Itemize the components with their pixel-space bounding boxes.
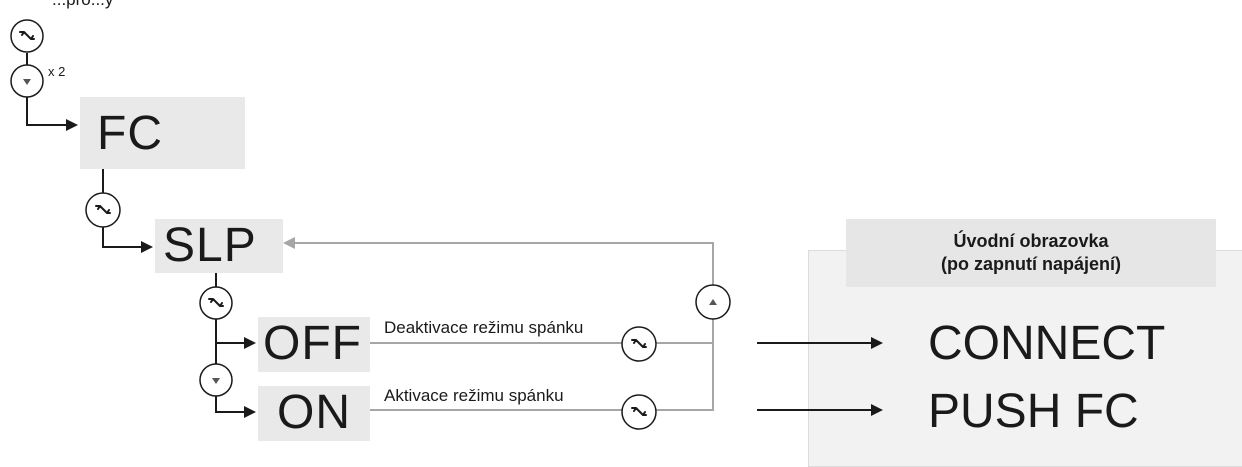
wrench-icon	[199, 286, 233, 320]
panel-title-line1: Úvodní obrazovka	[953, 230, 1109, 251]
header-partial-text: ...pro...y	[52, 0, 113, 10]
panel-title-line2: (po zapnutí napájení)	[941, 254, 1121, 274]
off-box	[258, 317, 370, 372]
arrow-to-fc	[66, 119, 78, 131]
connector-to-off	[215, 318, 248, 344]
on-description: Aktivace režimu spánku	[384, 386, 564, 405]
menu-on-label: ON	[277, 386, 351, 439]
arrow-down-icon	[10, 64, 44, 98]
arrow-to-on	[244, 406, 256, 418]
off-description: Deaktivace režimu spánku	[384, 318, 584, 337]
fc-box	[80, 97, 245, 169]
connector-to-fc	[26, 97, 70, 126]
arrow-head-connect	[871, 337, 883, 349]
repeat-counter: x 2	[48, 64, 66, 79]
arrow-to-slp	[141, 241, 153, 253]
menu-fc-label: FC	[97, 107, 163, 160]
connector-to-slp	[102, 227, 145, 248]
result-push-fc: PUSH FC	[928, 385, 1139, 438]
connector-to-on	[215, 395, 248, 413]
arrow-up-icon	[695, 284, 731, 320]
wrench-icon	[85, 192, 121, 228]
arrow-to-off	[244, 337, 256, 349]
result-connect: CONNECT	[928, 317, 1166, 370]
menu-off-label: OFF	[263, 317, 362, 370]
panel-title: Úvodní obrazovka (po zapnutí napájení)	[846, 219, 1216, 287]
arrow-head-pushfc	[871, 404, 883, 416]
slp-box	[155, 219, 283, 273]
wrench-icon	[10, 19, 44, 53]
arrow-down-icon	[199, 363, 233, 397]
on-box	[258, 386, 370, 441]
menu-slp-label: SLP	[163, 219, 257, 272]
wrench-icon	[621, 326, 657, 362]
wrench-icon	[621, 394, 657, 430]
